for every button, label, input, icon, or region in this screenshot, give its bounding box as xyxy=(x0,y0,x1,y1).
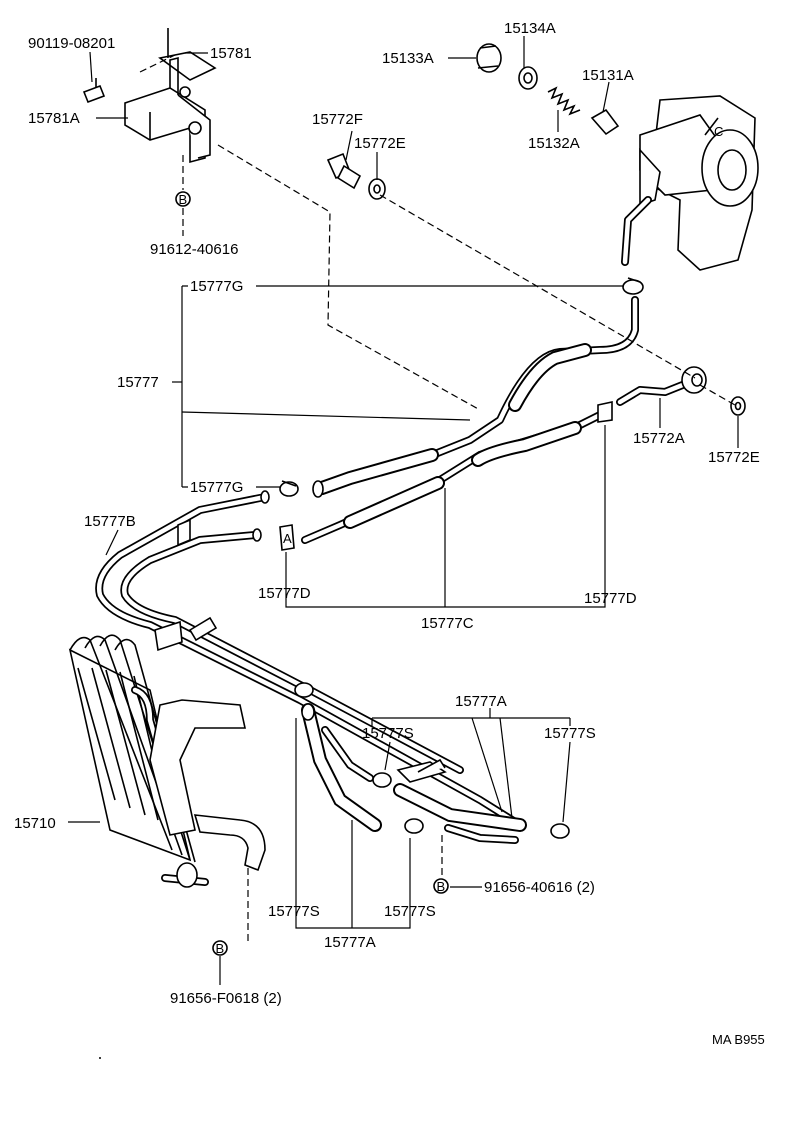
gasket-15134A xyxy=(518,66,538,90)
label-15777S-d: 15777S xyxy=(384,903,436,920)
clamps-15777S xyxy=(294,682,570,839)
label-15781: 15781 xyxy=(210,45,252,62)
clamp-15777G-bottom xyxy=(279,480,299,497)
label-15777C: 15777C xyxy=(421,615,474,632)
svg-text:C: C xyxy=(714,124,723,139)
clamp-15777D-right xyxy=(597,401,613,423)
marker-b-3: B xyxy=(212,940,228,956)
label-15131A: 15131A xyxy=(582,67,634,84)
valve-15131A xyxy=(590,108,620,136)
leader-lines xyxy=(68,36,739,985)
label-15777S-b: 15777S xyxy=(544,725,596,742)
label-15777A-bottom: 15777A xyxy=(324,934,376,951)
spring-15132A xyxy=(547,86,581,116)
clamp-15777G-top xyxy=(622,277,644,295)
label-15777S-a: 15777S xyxy=(362,725,414,742)
label-15133A: 15133A xyxy=(382,50,434,67)
label-15777G-top: 15777G xyxy=(190,278,243,295)
gasket-15772E-right xyxy=(730,396,746,416)
label-91612-40616: 91612-40616 xyxy=(150,241,238,258)
union-bolt-15772F xyxy=(326,152,362,190)
label-91656-F0618: 91656-F0618 (2) xyxy=(170,990,282,1007)
label-15777G-bottom: 15777G xyxy=(190,479,243,496)
label-15772F: 15772F xyxy=(312,111,363,128)
label-15772E-right: 15772E xyxy=(708,449,760,466)
label-15777A-top: 15777A xyxy=(455,693,507,710)
upper-hose-15777 xyxy=(312,296,639,498)
lower-hose-15777C xyxy=(301,411,604,544)
pipe-15777B xyxy=(95,490,524,829)
label-15772A: 15772A xyxy=(633,430,685,447)
phantom-lines xyxy=(182,144,736,945)
label-15777B: 15777B xyxy=(84,513,136,530)
marker-b-2: B xyxy=(433,878,449,894)
label-15132A: 15132A xyxy=(528,135,580,152)
plug-15133A xyxy=(476,43,502,73)
bracket-assembly xyxy=(124,28,217,164)
oil-cooler-15710 xyxy=(68,634,266,888)
label-15134A: 15134A xyxy=(504,20,556,37)
label-15777: 15777 xyxy=(117,374,159,391)
banjo-fitting-15772A xyxy=(616,366,707,406)
label-15777D-left: 15777D xyxy=(258,585,311,602)
marker-b-1: B xyxy=(175,191,191,207)
label-15777S-c: 15777S xyxy=(268,903,320,920)
marker-b-2-text: B xyxy=(437,879,446,894)
label-91656-40616: 91656-40616 (2) xyxy=(484,879,595,896)
label-15781A: 15781A xyxy=(28,110,80,127)
label-90119-08201: 90119-08201 xyxy=(28,35,115,52)
marker-b-1-text: B xyxy=(179,192,188,207)
label-15772E-top: 15772E xyxy=(354,135,406,152)
bolt-90119-08201 xyxy=(82,78,106,104)
label-15777D-right: 15777D xyxy=(584,590,637,607)
svg-text:A: A xyxy=(283,531,292,546)
oil-pump-housing: C xyxy=(621,95,759,271)
clamp-15777D-left: A xyxy=(279,524,295,551)
lower-hoses-15777A xyxy=(301,703,527,844)
label-15710: 15710 xyxy=(14,815,56,832)
diagram-code: MA B955 xyxy=(712,1032,765,1047)
marker-b-3-text: B xyxy=(216,941,225,956)
part-labels: 90119-08201 15781 15781A 91612-40616 157… xyxy=(14,20,765,1047)
